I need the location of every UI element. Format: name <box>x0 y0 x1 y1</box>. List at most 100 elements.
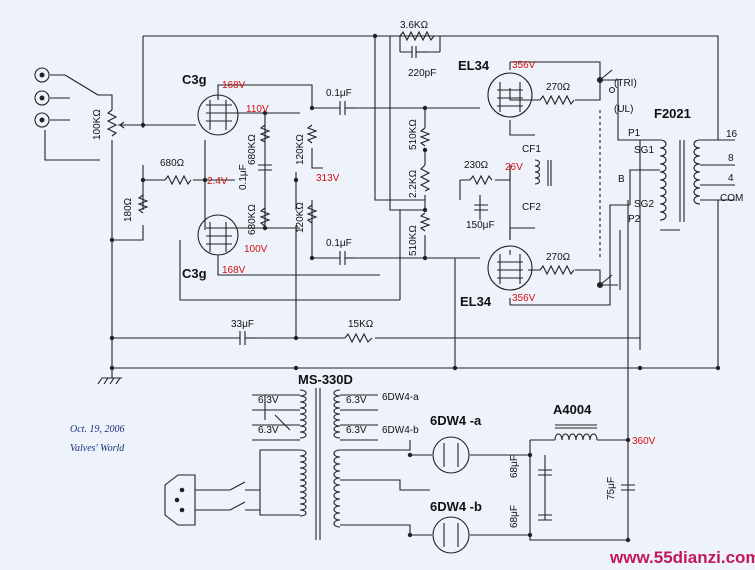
r-270-top <box>539 94 575 106</box>
label-heater-dest-a: 6DW4-a <box>382 392 419 403</box>
c-75 <box>621 484 635 491</box>
r-680k-b <box>259 207 271 227</box>
tri-ul-switch <box>596 69 616 289</box>
watermark: www.55dianzi.com <box>609 548 755 567</box>
terminal-labels: (TRI) (UL) CF1 CF2 P1 SG1 B SG2 P2 16 8 … <box>258 78 743 436</box>
wiring <box>44 35 735 541</box>
label-heater-4: 6.3V <box>346 425 367 436</box>
label-tri: (TRI) <box>614 78 637 89</box>
r-510k-a <box>419 127 431 147</box>
label-heater-dest-b: 6DW4-b <box>382 425 419 436</box>
r-2-2k <box>419 164 431 192</box>
c-bot <box>339 251 346 265</box>
value-r-230: 230Ω <box>464 160 489 171</box>
volt-b-plus-mid: 313V <box>316 173 340 184</box>
r-680k-a <box>259 124 271 143</box>
label-8: 8 <box>728 153 734 164</box>
value-c-bot: 0.1μF <box>326 238 352 249</box>
value-c-68-a: 68μF <box>509 455 520 478</box>
r-270-bot <box>539 264 575 276</box>
label-cf2: CF2 <box>522 202 541 213</box>
opt-label: F2021 <box>654 106 691 121</box>
tube-c3g-top <box>197 94 239 136</box>
volt-cathode: 2.4V <box>207 176 228 187</box>
label-heater-3: 6.3V <box>258 425 279 436</box>
r-120k-b <box>306 204 318 224</box>
tube-el34-bot <box>487 245 533 291</box>
tube-6dw4-b <box>432 516 470 554</box>
note-author: Valves' World <box>70 443 125 454</box>
value-r-fb: 3.6KΩ <box>400 20 429 31</box>
choke <box>554 424 598 441</box>
tube-label-v3: EL34 <box>458 58 490 73</box>
label-p2: P2 <box>628 214 641 225</box>
cathode-feedback-coils <box>534 159 552 186</box>
tube-el34-top <box>487 72 533 118</box>
c-top <box>339 101 346 115</box>
c-68-a <box>538 469 552 476</box>
tube-label-v4: EL34 <box>460 294 492 309</box>
tube-label-v1: C3g <box>182 72 207 87</box>
capacitors <box>239 46 635 521</box>
value-r-15k: 15KΩ <box>348 319 374 330</box>
label-4: 4 <box>728 173 734 184</box>
tube-label-6dw4-a: 6DW4 -a <box>430 413 482 428</box>
r-230 <box>469 174 493 186</box>
label-com: COM <box>720 193 743 204</box>
tube-label-v2: C3g <box>182 266 207 281</box>
value-c-68-b: 68μF <box>509 505 520 528</box>
label-heater-2: 6.3V <box>346 395 367 406</box>
component-values: 3.6KΩ 220pF 100KΩ 680Ω 180Ω 680KΩ 680KΩ … <box>92 20 617 528</box>
volt-el34-cathode: 26V <box>505 162 523 173</box>
value-c-mid: 0.1μF <box>238 164 249 190</box>
value-c-75: 75μF <box>606 477 617 500</box>
value-c-150: 150μF <box>466 220 495 231</box>
value-r-680: 680Ω <box>160 158 185 169</box>
volt-b-plus: 360V <box>632 436 656 447</box>
label-p1: P1 <box>628 128 641 139</box>
value-r-2-2k: 2.2KΩ <box>408 169 419 198</box>
value-r-270-top: 270Ω <box>546 82 571 93</box>
note-date: Oct. 19, 2006 <box>70 424 124 435</box>
value-r-vol: 100KΩ <box>92 109 103 140</box>
c-68-b <box>538 514 552 521</box>
tube-labels: C3g C3g EL34 EL34 6DW4 -a 6DW4 -b F2021 … <box>182 58 691 514</box>
c-33 <box>239 331 246 345</box>
label-cf1: CF1 <box>522 144 541 155</box>
r-180 <box>137 194 149 214</box>
notes: Oct. 19, 2006 Valves' World www.55dianzi… <box>70 424 755 567</box>
tube-label-6dw4-b: 6DW4 -b <box>430 499 482 514</box>
ground-icon <box>97 368 122 385</box>
c-220pf <box>411 46 417 58</box>
value-r-180: 180Ω <box>123 197 134 222</box>
label-16: 16 <box>726 129 738 140</box>
label-b: B <box>618 174 625 185</box>
r-510k-b <box>419 212 431 232</box>
value-r-270-bot: 270Ω <box>546 252 571 263</box>
value-r-680k-a: 680KΩ <box>247 134 258 165</box>
volt-v1-screen: 110V <box>246 104 269 115</box>
label-ul: (UL) <box>614 104 633 115</box>
voltage-readings: 168V 110V 2.4V 313V 100V 168V 356V 356V … <box>207 60 656 447</box>
volt-el34-bot: 356V <box>512 293 536 304</box>
tube-6dw4-a <box>432 436 470 474</box>
c-150 <box>474 204 488 211</box>
choke-label: A4004 <box>553 402 592 417</box>
label-sg2: SG2 <box>634 199 654 210</box>
output-transformer <box>659 139 701 222</box>
value-c-33: 33μF <box>231 319 254 330</box>
ptx-label: MS-330D <box>298 372 353 387</box>
volt-v2-screen: 100V <box>244 244 268 255</box>
value-r-120k-b: 120KΩ <box>295 202 306 233</box>
ac-inlet <box>164 474 246 526</box>
value-r-510k-b: 510KΩ <box>408 225 419 256</box>
value-r-680k-b: 680KΩ <box>247 204 258 235</box>
resistors <box>137 30 575 344</box>
r-15k <box>344 332 373 344</box>
junctions <box>109 33 721 543</box>
r-3-6k <box>399 30 435 42</box>
label-heater-1: 6.3V <box>258 395 279 406</box>
volt-v1-plate: 168V <box>222 80 246 91</box>
